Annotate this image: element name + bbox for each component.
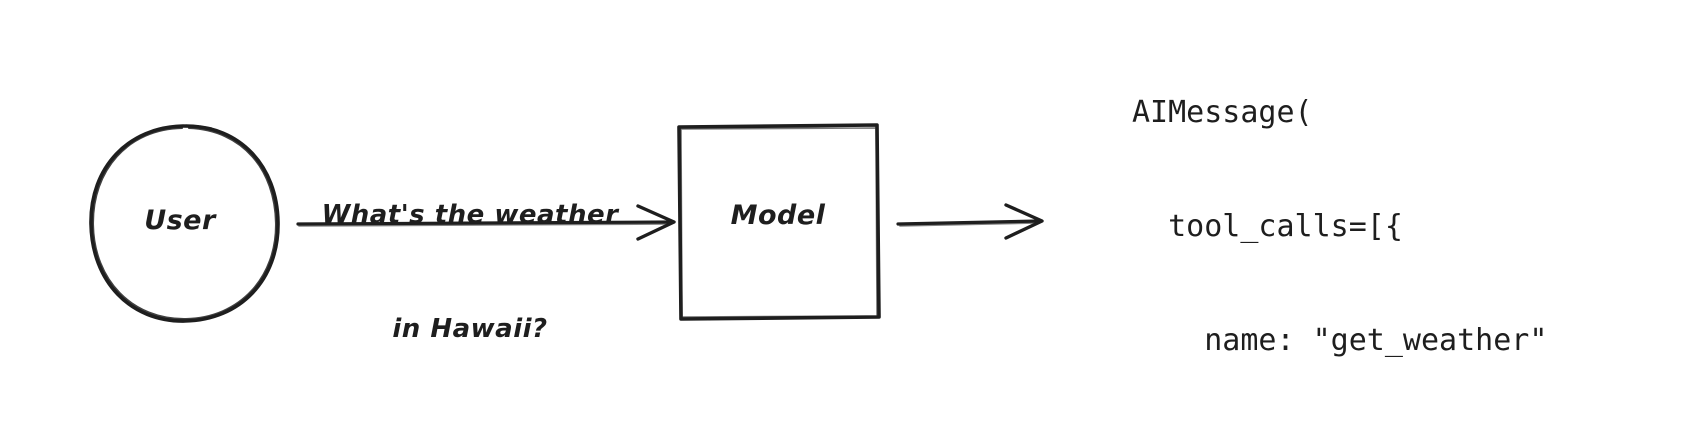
code-line: name: "get_weather" [1132, 323, 1548, 358]
model-node-label: Model [730, 200, 826, 231]
user-node-label: User [144, 205, 216, 236]
arrow-model-to-output-icon [896, 203, 1044, 240]
arrow-user-to-model-icon [296, 204, 676, 241]
model-node-rect[interactable] [677, 123, 881, 321]
edge-label-line-1: What's the weather [321, 200, 619, 230]
user-node-circle[interactable] [89, 124, 280, 323]
code-line: AIMessage( [1132, 95, 1313, 130]
code-line: tool_calls=[{ [1132, 209, 1403, 244]
edge-label-user-to-model: What's the weather in Hawaii? [290, 120, 650, 424]
ai-message-output-code: AIMessage( tool_calls=[{ name: "get_weat… [1132, 18, 1584, 432]
edge-label-line-2: in Hawaii? [392, 314, 548, 344]
